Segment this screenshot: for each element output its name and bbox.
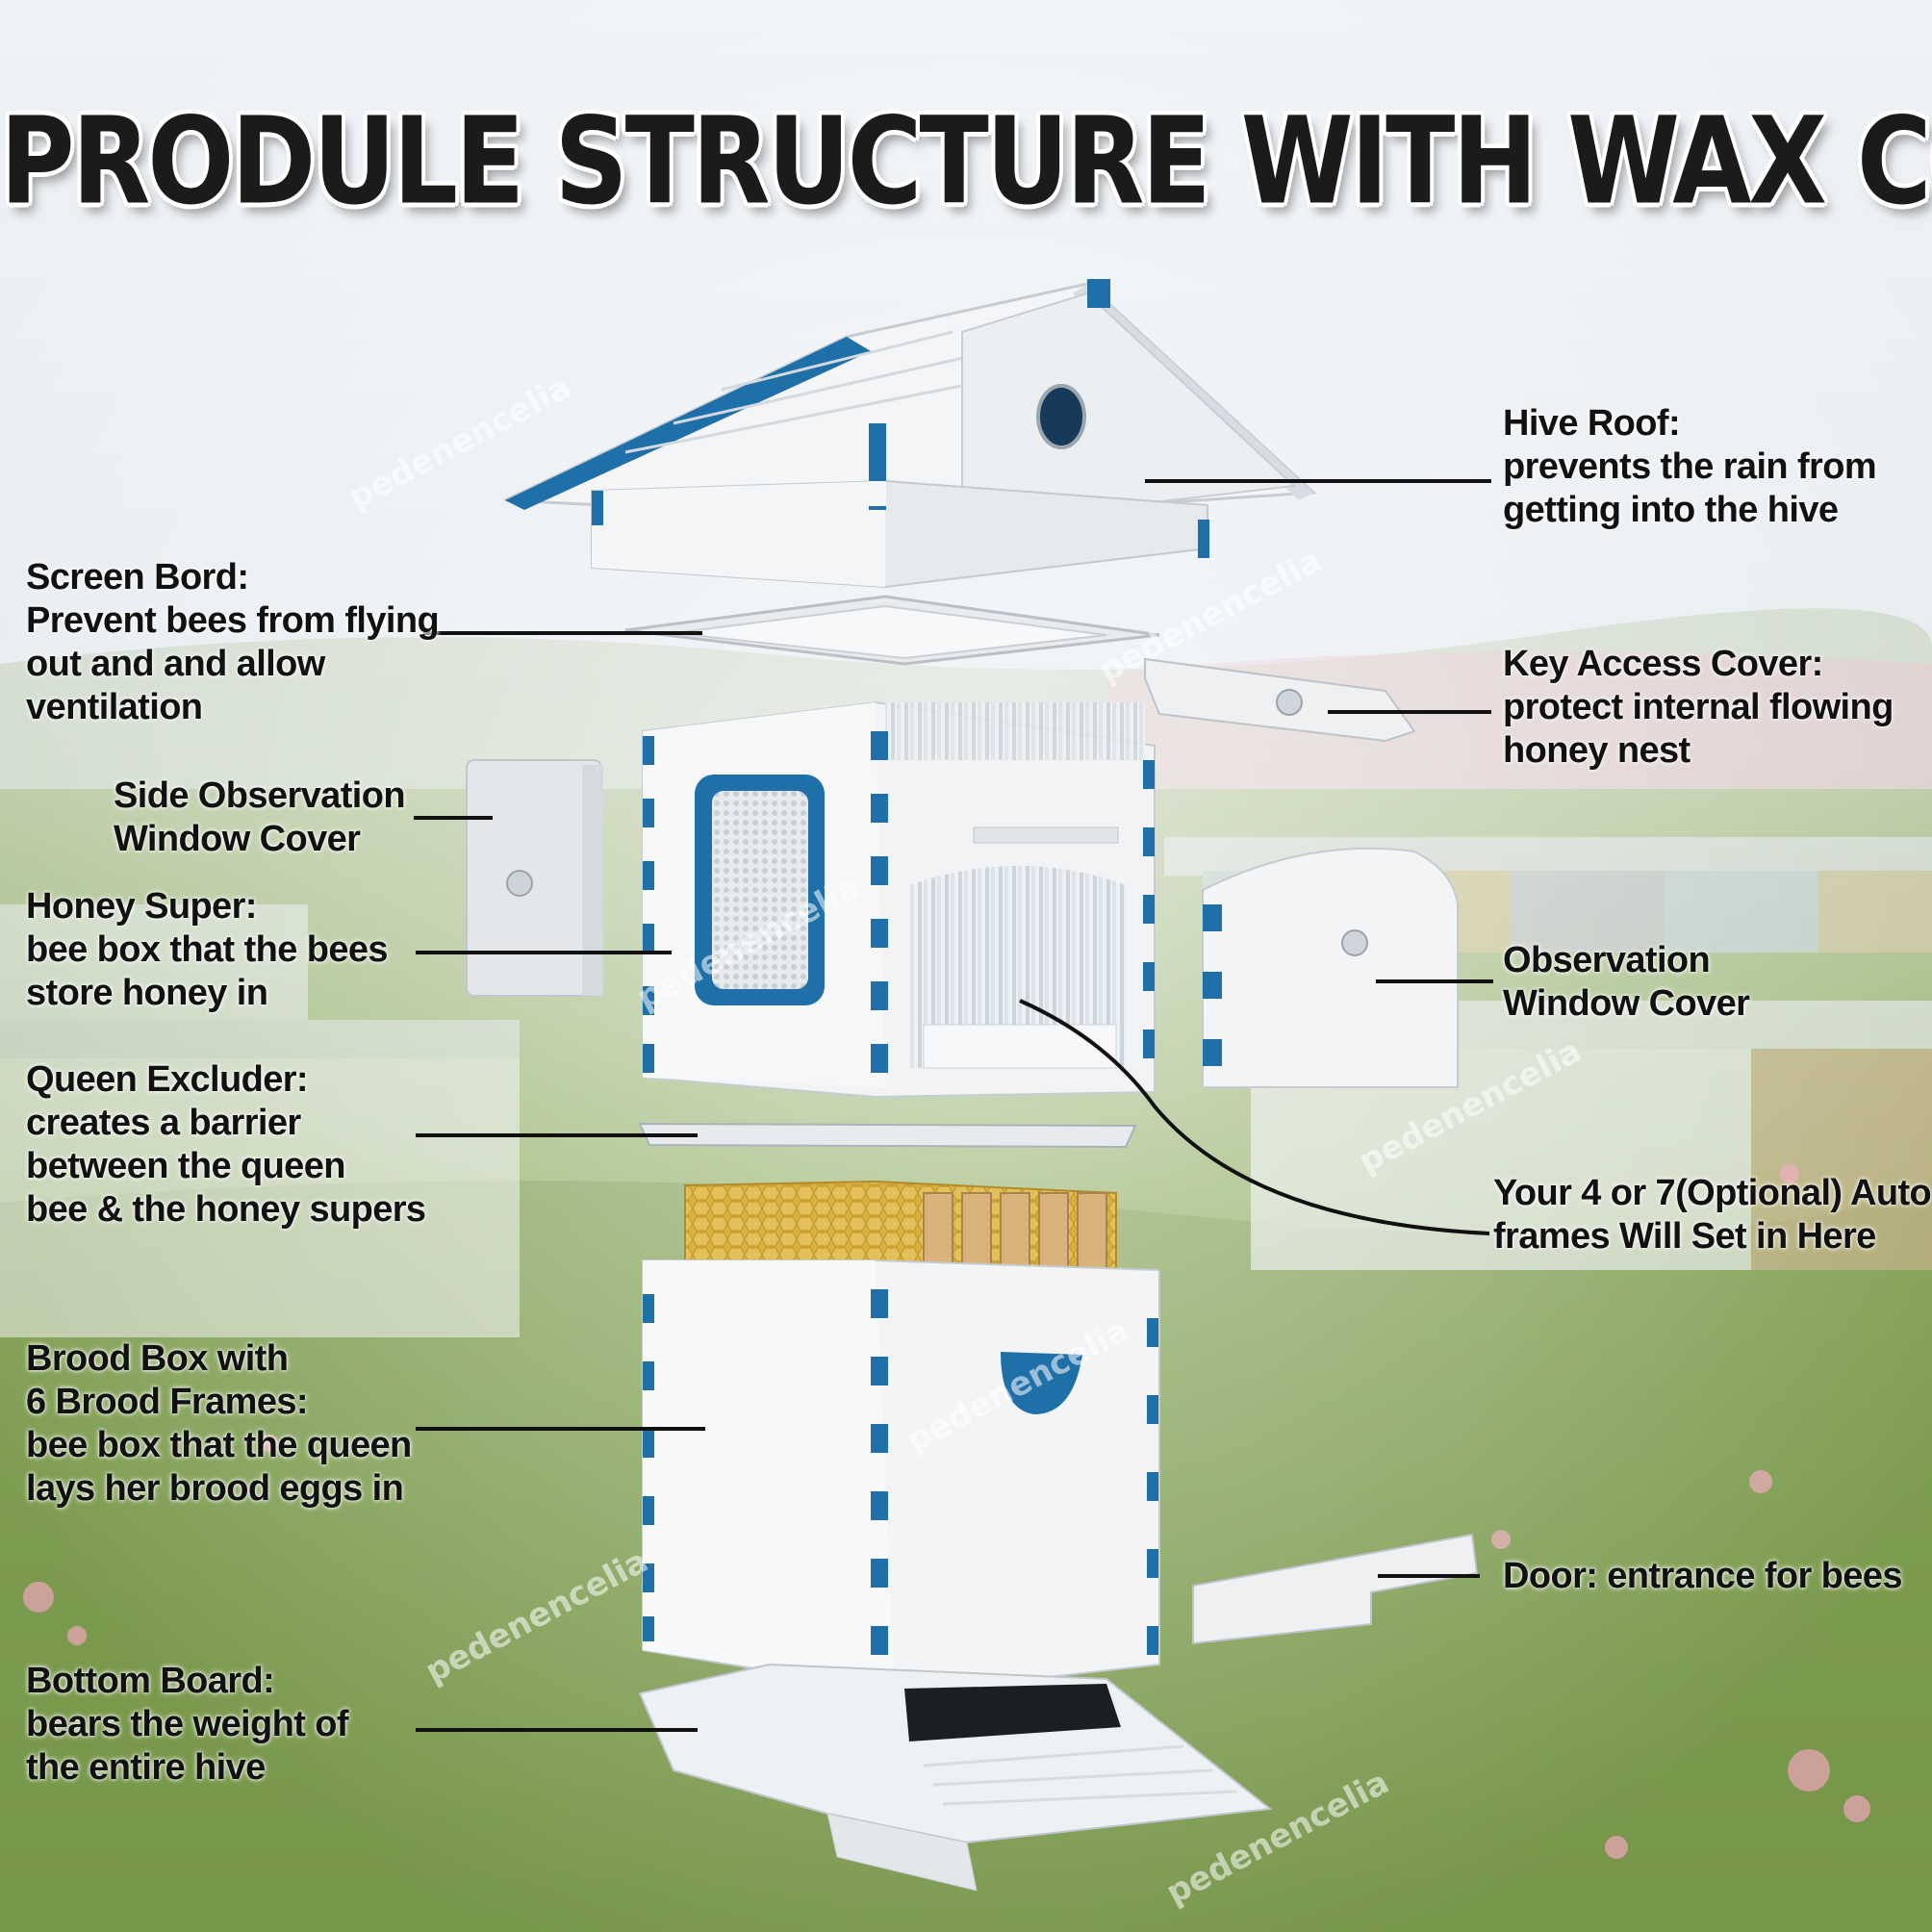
side-observation-window-cover — [466, 759, 603, 997]
callout-description: protect internal flowing honey nest — [1503, 687, 1894, 771]
key-access-cover — [1144, 657, 1416, 743]
callout-screen-board: Screen Bord: Prevent bees from flying ou… — [26, 556, 440, 729]
callout-description: bee box that the queen lays her brood eg… — [26, 1425, 412, 1509]
callout-queen-excluder: Queen Excluder: creates a barrier betwee… — [26, 1058, 426, 1232]
honey-super — [642, 700, 1156, 1099]
observation-window-cover — [1202, 847, 1459, 1088]
hive-roof — [504, 279, 1317, 589]
callout-heading: Key Access Cover: — [1503, 644, 1823, 684]
callout-heading: Observation Window Cover — [1503, 940, 1750, 1024]
callout-bottom-board: Bottom Board: bears the weight of the en… — [26, 1660, 348, 1790]
queen-excluder — [638, 1122, 1137, 1149]
callout-hive-roof: Hive Roof: prevents the rain from gettin… — [1503, 402, 1877, 532]
callout-heading: Bottom Board: — [26, 1661, 275, 1701]
callout-heading: Side Observation Window Cover — [114, 775, 406, 859]
callout-side-observation-window-cover: Side Observation Window Cover — [114, 775, 406, 861]
diagram-title: PRODULE STRUCTURE WITH WAX COATING — [0, 91, 1932, 232]
callout-description: bears the weight of the entire hive — [26, 1704, 348, 1788]
callout-auto-frames: Your 4 or 7(Optional) Auto frames Will S… — [1493, 1172, 1932, 1258]
callout-heading: Hive Roof: — [1503, 403, 1681, 444]
brood-box — [642, 1180, 1160, 1695]
callout-observation-window-cover: Observation Window Cover — [1503, 939, 1750, 1026]
leader-lines — [414, 479, 1493, 1732]
callout-description: bee box that the bees store honey in — [26, 929, 389, 1013]
leader-auto-frames — [1019, 999, 1490, 1235]
callout-door: Door: entrance for bees — [1503, 1555, 1902, 1598]
screen-board — [624, 595, 1160, 666]
callout-brood-box: Brood Box with 6 Brood Frames: bee box t… — [26, 1337, 412, 1511]
callout-heading: Queen Excluder: — [26, 1059, 309, 1100]
callout-key-access-cover: Key Access Cover: protect internal flowi… — [1503, 643, 1894, 773]
callout-heading: Screen Bord: — [26, 557, 249, 597]
callout-honey-super: Honey Super: bee box that the bees store… — [26, 885, 389, 1015]
callout-heading: Door: entrance for bees — [1503, 1556, 1902, 1596]
callout-description: creates a barrier between the queen bee … — [26, 1103, 426, 1230]
callout-description: Prevent bees from flying out and and all… — [26, 600, 440, 727]
callout-heading: Honey Super: — [26, 886, 257, 927]
callout-heading: Brood Box with 6 Brood Frames: — [26, 1338, 309, 1422]
callout-description: prevents the rain from getting into the … — [1503, 446, 1877, 530]
callout-heading: Your 4 or 7(Optional) Auto frames Will S… — [1493, 1173, 1932, 1257]
bottom-board — [638, 1663, 1273, 1892]
entrance-door — [1192, 1533, 1479, 1645]
